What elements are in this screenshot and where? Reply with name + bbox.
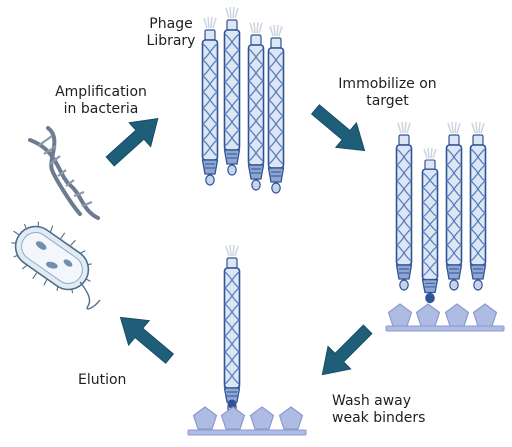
arrow-to-elution xyxy=(109,304,181,372)
arrow-to-wash xyxy=(310,317,380,387)
label-immobilize: Immobilize on target xyxy=(330,76,445,110)
label-amplification-line2: in bacteria xyxy=(63,101,139,117)
immobilized-phages-group xyxy=(395,121,487,304)
label-phage-library-line2: Library xyxy=(146,33,196,49)
label-elution: Elution xyxy=(78,372,127,388)
label-amplification: Amplification in bacteria xyxy=(46,84,156,118)
phage-library-group xyxy=(201,6,285,194)
label-phage-library: Phage Library xyxy=(135,16,207,50)
label-wash-line1: Wash away xyxy=(332,393,412,409)
bound-target-row xyxy=(187,406,307,436)
label-phage-library-line1: Phage xyxy=(149,16,193,32)
immobilized-target-row xyxy=(385,303,505,332)
label-amplification-line1: Amplification xyxy=(55,84,147,100)
label-wash-line2: weak binders xyxy=(332,410,426,426)
label-immobilize-line1: Immobilize on xyxy=(338,76,437,92)
bound-phage-group xyxy=(223,244,241,414)
dna-helix-icon xyxy=(28,126,100,220)
label-wash: Wash away weak binders xyxy=(332,393,425,427)
bacterium-icon xyxy=(11,221,101,310)
label-immobilize-line2: target xyxy=(366,93,409,109)
